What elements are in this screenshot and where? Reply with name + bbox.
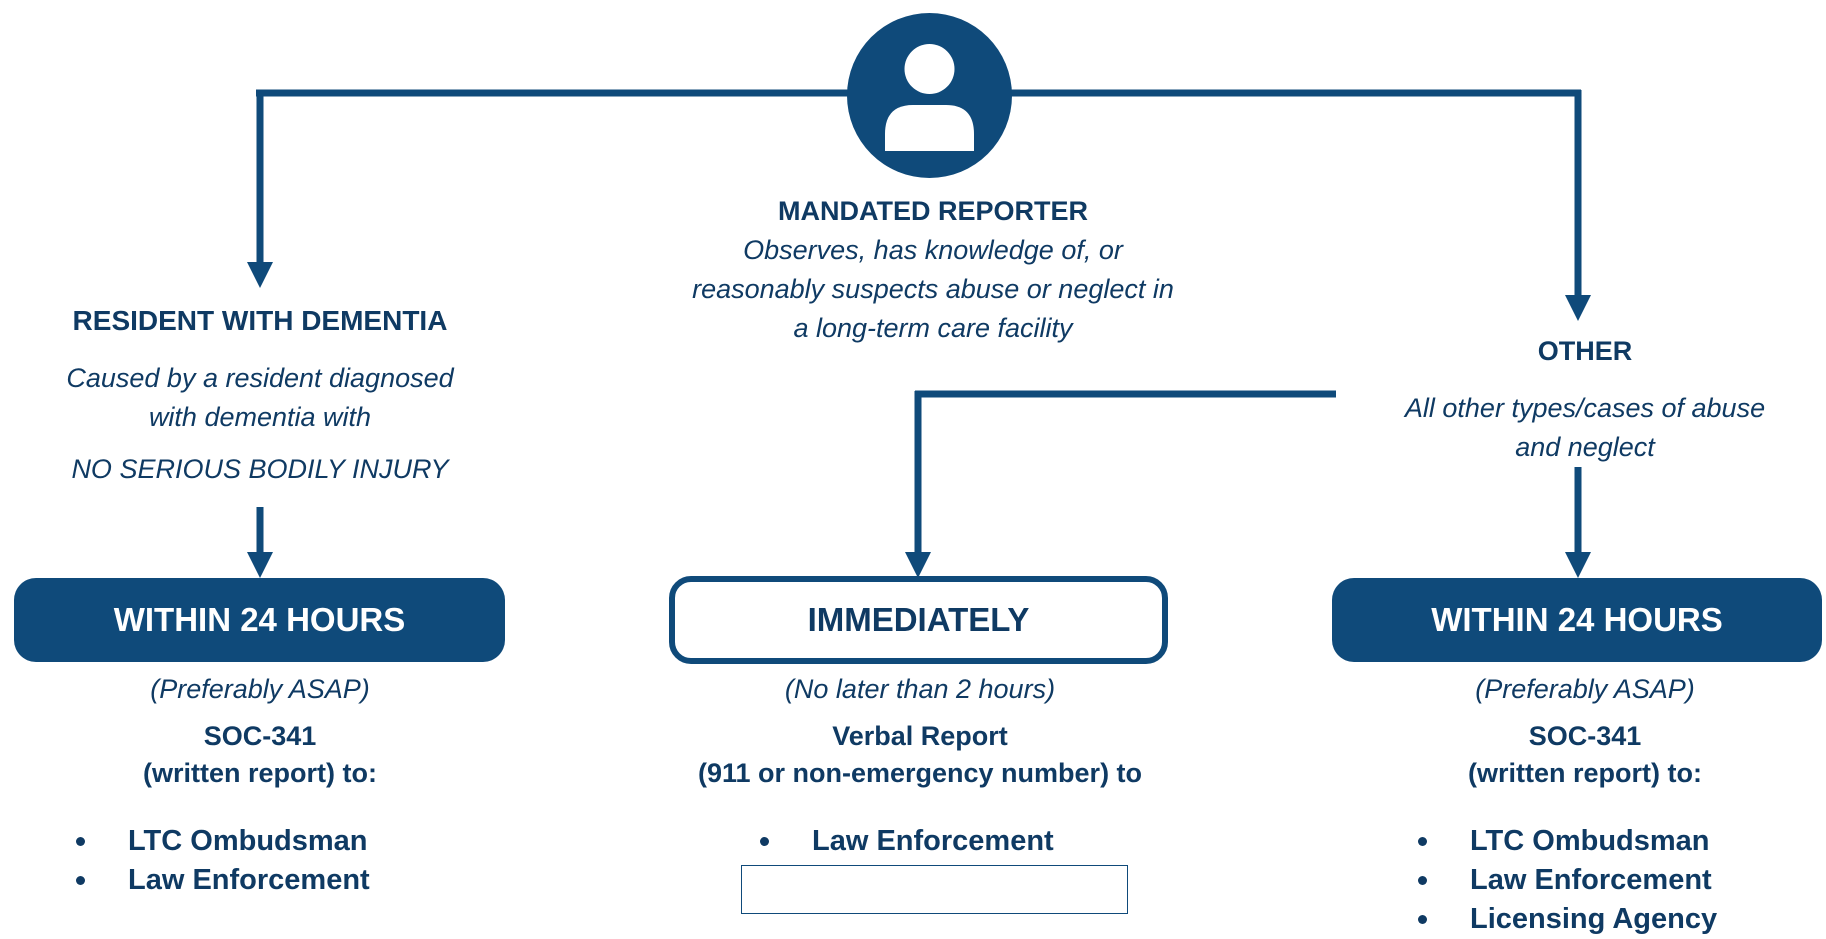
reporter-block: MANDATED REPORTER Observes, has knowledg… — [600, 196, 1266, 348]
right-description: All other types/cases of abuse and negle… — [1340, 389, 1826, 467]
reporter-desc-line: reasonably suspects abuse or neglect in — [692, 274, 1174, 304]
left-recipient-list: LTC Ombudsman Law Enforcement — [76, 822, 370, 900]
left-desc-line: with dementia with — [148, 402, 372, 432]
right-timeline-pill: WITHIN 24 HOURS — [1332, 578, 1822, 662]
middle-note: (No later than 2 hours) — [784, 674, 1056, 704]
left-title: RESIDENT WITH DEMENTIA — [72, 305, 448, 336]
reporter-description: Observes, has knowledge of, or reasonabl… — [600, 231, 1266, 348]
left-report-line: (written report) to: — [143, 757, 377, 788]
person-icon — [847, 13, 1012, 178]
bullet-icon — [1418, 915, 1427, 924]
list-item: LTC Ombudsman — [76, 822, 370, 861]
right-report-line: SOC-341 — [1528, 721, 1642, 751]
list-item: LTC Ombudsman — [1418, 822, 1717, 861]
right-arrow-head — [1565, 295, 1591, 321]
right-pill-arrow-head — [1565, 552, 1591, 578]
right-category: OTHER — [1340, 336, 1826, 367]
right-desc-line: All other types/cases of abuse — [1404, 393, 1766, 423]
list-item: Law Enforcement — [760, 822, 1054, 861]
middle-recipient-list: Law Enforcement — [760, 822, 1054, 861]
bullet-icon — [1418, 876, 1427, 885]
list-item: Law Enforcement — [1418, 861, 1717, 900]
middle-timeline-pill: IMMEDIATELY — [669, 576, 1168, 664]
bullet-icon — [1418, 837, 1427, 846]
right-report-line: (written report) to: — [1468, 757, 1702, 788]
middle-arrow-head — [905, 552, 931, 578]
middle-report-line: Verbal Report — [832, 721, 1008, 751]
left-category: RESIDENT WITH DEMENTIA — [10, 305, 510, 337]
middle-report: Verbal Report (911 or non-emergency numb… — [600, 718, 1240, 792]
left-report-line: SOC-341 — [203, 721, 317, 751]
right-desc-line: and neglect — [1515, 432, 1655, 462]
list-item: Licensing Agency — [1418, 900, 1717, 939]
reporter-desc-line: a long-term care facility — [793, 313, 1073, 343]
middle-report-line: (911 or non-emergency number) to — [697, 757, 1143, 788]
left-report: SOC-341 (written report) to: — [10, 718, 510, 792]
left-desc-line: Caused by a resident diagnosed — [66, 363, 454, 393]
left-pill-arrow-head — [247, 552, 273, 578]
left-description: Caused by a resident diagnosed with deme… — [10, 359, 510, 489]
left-timeline-pill: WITHIN 24 HOURS — [14, 578, 505, 662]
bullet-icon — [760, 837, 769, 846]
reporter-title: MANDATED REPORTER — [778, 196, 1088, 226]
right-title: OTHER — [1537, 336, 1633, 366]
left-desc-line: NO SERIOUS BODILY INJURY — [71, 454, 449, 484]
right-note: (Preferably ASAP) — [1475, 674, 1695, 704]
bullet-icon — [76, 837, 85, 846]
left-note: (Preferably ASAP) — [150, 674, 370, 704]
right-recipient-list: LTC Ombudsman Law Enforcement Licensing … — [1418, 822, 1717, 939]
right-report: SOC-341 (written report) to: — [1340, 718, 1826, 792]
list-item: Law Enforcement — [76, 861, 370, 900]
bullet-icon — [76, 876, 85, 885]
blank-box — [741, 865, 1128, 914]
reporter-desc-line: Observes, has knowledge of, or — [743, 235, 1123, 265]
left-arrow-head — [247, 262, 273, 288]
